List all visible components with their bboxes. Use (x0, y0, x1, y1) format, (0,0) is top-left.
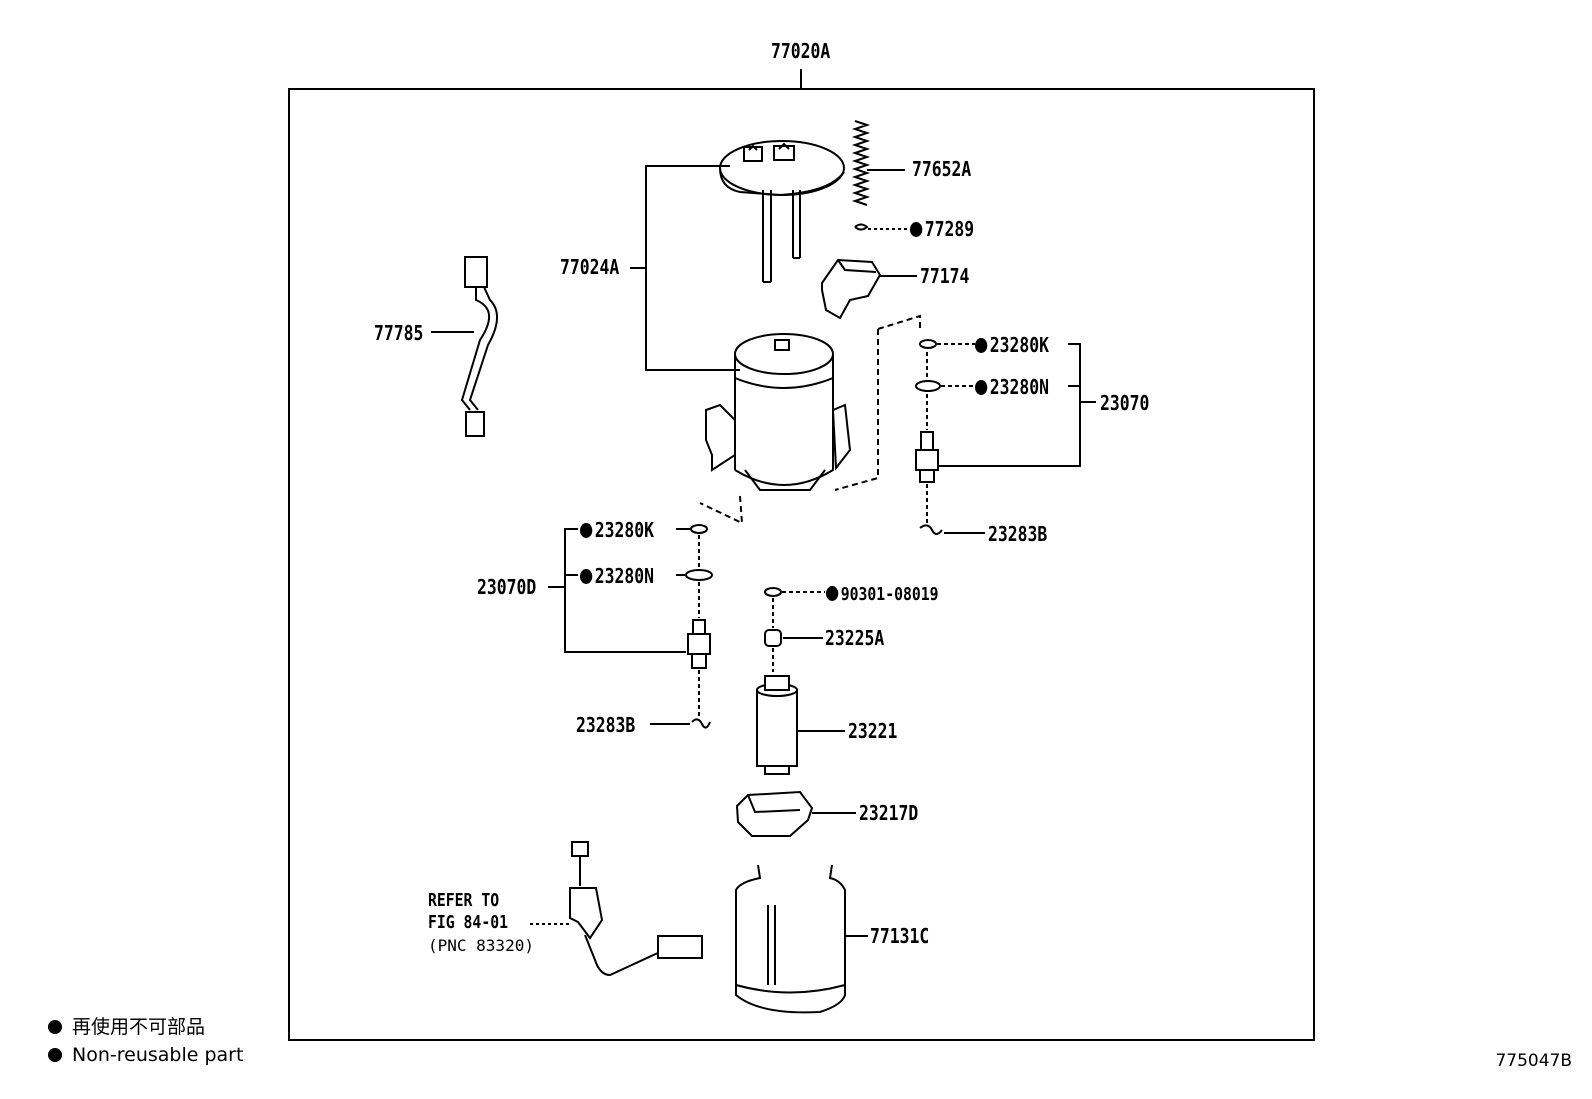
part-label-23221: 23221 (848, 719, 898, 743)
non-reusable-dot (48, 1020, 62, 1034)
reference-line2: FIG 84-01 (428, 912, 508, 933)
non-reusable-dot (48, 1048, 62, 1062)
washer-90301 (764, 587, 782, 597)
part-label-23283B-left: 23283B (576, 713, 636, 737)
part-label-77785: 77785 (374, 321, 424, 345)
part-label-23280K-right: 23280K (975, 334, 1049, 356)
pressure-regulator-left (687, 535, 711, 718)
part-label-23280K-left: 23280K (580, 519, 654, 541)
part-label-23280N-right: 23280N (975, 376, 1049, 398)
canister-77131C (735, 864, 868, 1014)
reference-line3: (PNC 83320) (428, 936, 534, 955)
clip-23283B-right (919, 524, 943, 535)
non-reusable-dot (910, 222, 923, 237)
part-label-77131C: 77131C (870, 924, 930, 948)
filter-23225A (764, 629, 782, 647)
clip-77289 (854, 223, 869, 231)
non-reusable-dot (580, 523, 593, 538)
leader-77024A (645, 165, 740, 371)
assembly-label: 77020A (771, 39, 831, 63)
clip-23283B-left (691, 718, 711, 729)
oring-23280N-right (915, 380, 941, 392)
part-label-77024A: 77024A (560, 255, 620, 279)
oring-23280N-left (685, 569, 713, 581)
fuel-pump-plate (719, 140, 845, 283)
figure-code: 775047B (1495, 1051, 1572, 1071)
reference-line1: REFER TO (428, 890, 500, 911)
non-reusable-dot (975, 380, 988, 395)
bracket-23070 (939, 343, 1081, 467)
part-label-90301: 90301-08019 (826, 584, 939, 606)
part-label-23217D: 23217D (859, 801, 919, 825)
part-label-77652A: 77652A (912, 157, 972, 181)
fuel-pump-23221 (756, 675, 845, 775)
bracket-23070D (564, 528, 686, 653)
oring-23280K-left (690, 524, 708, 534)
part-label-23280N-left: 23280N (580, 565, 654, 587)
part-label-77174: 77174 (920, 264, 970, 288)
part-label-23225A: 23225A (825, 626, 885, 650)
spring-77652A (851, 120, 905, 206)
pressure-regulator-right (915, 352, 939, 525)
fuel-sender-gauge (530, 841, 703, 977)
oring-23280K-right (919, 339, 937, 349)
non-reusable-dot (826, 586, 839, 601)
wire-harness-77785 (431, 256, 498, 437)
non-reusable-dot (975, 338, 988, 353)
part-label-23070D: 23070D (477, 575, 537, 599)
bracket-77174 (821, 258, 917, 320)
legend-en: Non-reusable part (48, 1043, 243, 1067)
part-label-23283B-right: 23283B (988, 522, 1048, 546)
part-label-77289: 77289 (910, 218, 974, 240)
non-reusable-dot (580, 569, 593, 584)
filter-cup-23217D (735, 790, 856, 837)
part-label-23070: 23070 (1100, 391, 1150, 415)
fuel-pump-canister (705, 333, 852, 491)
legend-jp: 再使用不可部品 (48, 1015, 205, 1039)
